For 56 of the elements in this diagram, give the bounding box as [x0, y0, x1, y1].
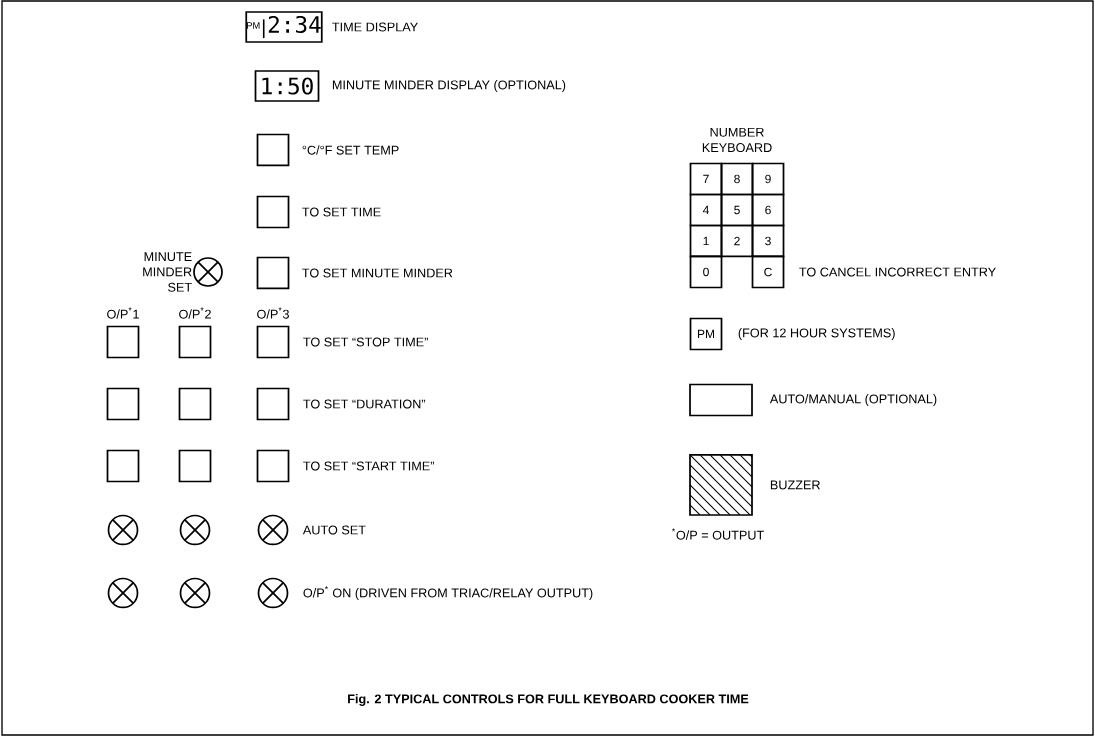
button-label: TO SET TIME — [302, 207, 381, 217]
indicator-lamp — [107, 577, 139, 609]
keypad-key: 4 — [689, 193, 723, 227]
button-label: AUTO/MANUAL (OPTIONAL) — [769, 394, 937, 406]
button-label: TO SET “START TIME” — [303, 461, 435, 471]
keypad-key: 7 — [689, 162, 723, 196]
button-label: O/P$^{*}$ ON (DRIVEN FROM TRIAC/RELAY OUTPUT) — [303, 586, 593, 600]
keypad-key: 6 — [751, 193, 785, 227]
button-label: MINUTE MINDER SET — [143, 252, 192, 292]
push-button — [178, 387, 212, 421]
push-button — [689, 383, 753, 417]
keypad-key: C — [751, 255, 785, 289]
push-button — [178, 325, 212, 359]
keypad-key: 1 — [689, 224, 723, 258]
indicator-lamp — [193, 257, 223, 287]
indicator-lamp — [179, 577, 211, 609]
indicator-lamp — [179, 514, 211, 546]
button-label: TO SET MINUTE MINDER — [302, 268, 453, 278]
indicator-lamp — [257, 577, 289, 609]
keypad-key: 5 — [720, 193, 754, 227]
keypad-key: 0 — [689, 255, 723, 289]
indicator-lamp — [107, 514, 139, 546]
push-button — [106, 325, 140, 359]
button-label: TO CANCEL INCORRECT ENTRY — [799, 267, 996, 277]
button-label: TIME DISPLAY — [332, 22, 418, 32]
keypad-key: 9 — [751, 162, 785, 196]
keypad-key: 8 — [720, 162, 754, 196]
push-button — [256, 195, 290, 229]
digital-display: PM 2:34 — [245, 11, 323, 43]
button-label: O/P$^{*}$1 — [107, 307, 139, 319]
button-label: O/P$^{*}$3 — [257, 307, 289, 319]
keypad-key: PM — [689, 317, 723, 351]
button-label: °C/°F SET TEMP — [302, 145, 399, 155]
button-label: O/P$^{*}$2 — [179, 307, 211, 319]
keypad-key: 3 — [751, 224, 785, 258]
digital-display: 1:50 — [254, 70, 320, 102]
keypad-key: 2 — [720, 224, 754, 258]
footnote: $^{*}$O/P = OUTPUT — [671, 528, 764, 540]
indicator-lamp — [257, 514, 289, 546]
push-button — [106, 449, 140, 483]
push-button — [256, 387, 290, 421]
button-label: MINUTE MINDER DISPLAY (OPTIONAL) — [332, 80, 566, 92]
button-label: BUZZER — [770, 480, 820, 490]
button-label: (FOR 12 HOUR SYSTEMS) — [738, 328, 895, 340]
caption: Fig. 2 TYPICAL CONTROLS FOR FULL KEYBOARD COOKER TIME — [348, 694, 749, 706]
push-button — [106, 387, 140, 421]
push-button — [256, 325, 290, 359]
button-label: AUTO SET — [302, 525, 366, 535]
push-button — [256, 133, 290, 167]
button-label: TO SET “STOP TIME” — [303, 337, 428, 347]
buzzer — [689, 454, 753, 516]
push-button — [256, 256, 290, 290]
push-button — [178, 449, 212, 483]
button-label: TO SET “DURATION” — [303, 399, 426, 409]
keyboard-heading: NUMBER KEYBOARD — [702, 127, 772, 153]
push-button — [256, 449, 290, 483]
